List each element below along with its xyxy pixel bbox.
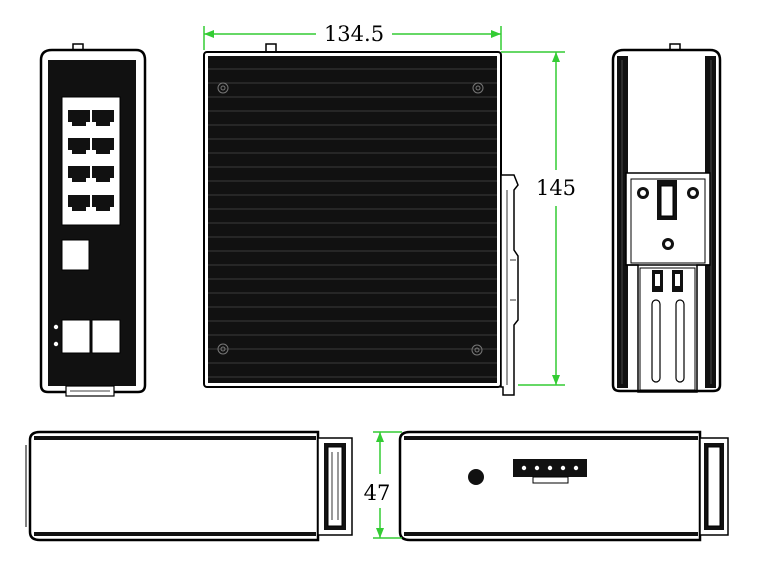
- rj45-port-icon: [68, 166, 90, 182]
- rj45-port-icon: [92, 138, 114, 154]
- bottom-view-left: [25, 430, 353, 542]
- rj45-port-icon: [92, 195, 114, 211]
- screw-hole: [217, 343, 229, 355]
- sfp-port: [61, 319, 91, 354]
- led-indicator: [53, 341, 59, 347]
- din-rail-clip-side: [500, 174, 519, 396]
- din-rail-clip-bottom: [699, 437, 729, 536]
- dimension-width-label: 134.5: [324, 22, 384, 46]
- led-indicator: [53, 324, 59, 330]
- screw-hole: [217, 82, 229, 94]
- rj45-port-icon: [92, 110, 114, 126]
- dimension-height-label: 145: [536, 176, 576, 200]
- power-terminal-block: [513, 459, 587, 484]
- sfp-port: [91, 319, 121, 354]
- front-view: [39, 43, 147, 397]
- rj45-port-icon: [68, 138, 90, 154]
- dimension-height: [501, 51, 565, 386]
- dimension-width: [203, 26, 502, 50]
- din-rail-bracket: [625, 172, 711, 393]
- dimension-depth: [373, 431, 402, 539]
- din-rail-clip-bottom: [317, 437, 353, 536]
- dimension-depth-label: 47: [364, 481, 391, 505]
- rj45-port-icon: [68, 195, 90, 211]
- screw-hole: [471, 344, 483, 356]
- rj45-port-icon: [68, 110, 90, 126]
- rj45-port-icon: [92, 166, 114, 182]
- side-view-heatsink: [203, 43, 519, 396]
- bottom-view-right: [398, 430, 729, 542]
- screw-hole: [472, 82, 484, 94]
- console-port: [61, 239, 90, 271]
- rj45-port-block: [61, 96, 121, 226]
- ground-screw: [468, 469, 484, 485]
- rear-view-din-rail: [611, 43, 722, 393]
